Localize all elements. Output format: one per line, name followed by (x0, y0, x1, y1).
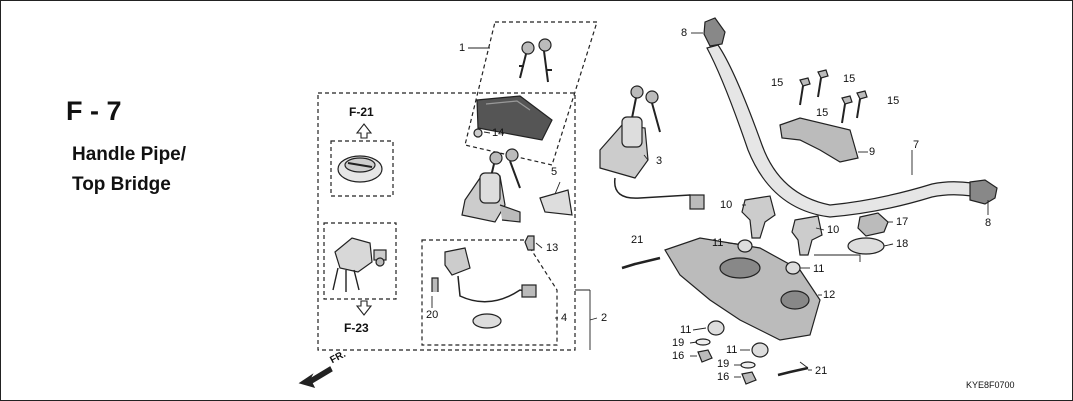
part-number: 20 (426, 309, 439, 321)
part-number: 11 (726, 344, 738, 356)
part-number: 7 (913, 139, 920, 151)
arrow-down-icon (355, 300, 373, 316)
lock-cover (476, 95, 553, 141)
part-number: 13 (546, 242, 559, 254)
bracket (539, 189, 573, 216)
part-number: 10 (720, 199, 733, 211)
part-number: 11 (712, 237, 724, 249)
part-number: 8 (985, 217, 992, 229)
seat-lock (334, 237, 373, 273)
part-number: 15 (887, 95, 900, 107)
arrow-up-icon (355, 123, 373, 139)
diagram-code: KYE8F0700 (966, 380, 1015, 390)
part-number: 19 (672, 337, 685, 349)
part-number: 1 (459, 42, 466, 54)
part-number: 18 (896, 238, 909, 250)
part-number: 3 (656, 155, 663, 167)
handle-switch (444, 247, 471, 276)
ref-f23-box (323, 222, 397, 300)
part-number: 16 (717, 371, 730, 383)
bolt-21-left (621, 256, 661, 270)
title-line-2: Top Bridge (72, 174, 171, 195)
part-number: 12 (823, 289, 836, 301)
lower-holder-1 (741, 195, 776, 239)
bolt-21-right (777, 366, 809, 377)
upper-holder (779, 117, 859, 163)
ref-up-label: F-21 (349, 105, 374, 119)
part-number: 11 (813, 263, 825, 275)
part-number: 19 (717, 358, 730, 370)
part-number: 15 (816, 107, 829, 119)
part-number: 2 (601, 312, 608, 324)
part-number: 4 (561, 312, 568, 324)
figure-code: F - 7 (66, 96, 122, 126)
handle-weight-top (703, 17, 726, 47)
part-number: 21 (631, 234, 644, 246)
handle-weight-right (969, 179, 998, 205)
ref-f21-box (330, 140, 394, 197)
assembly-box (317, 92, 576, 351)
part-number: 9 (869, 146, 876, 158)
key-icon (519, 38, 552, 83)
part-number: 8 (681, 27, 688, 39)
bolts-15 (799, 69, 868, 124)
title-line-1: Handle Pipe/ (72, 144, 187, 165)
part-number: 16 (672, 350, 685, 362)
part-number: 17 (896, 216, 909, 228)
part-number: 14 (492, 127, 505, 139)
part-number: 5 (551, 166, 558, 178)
part-number: 21 (815, 365, 828, 377)
washer (847, 237, 885, 255)
ref-down-label: F-23 (344, 321, 369, 335)
part-number: 10 (827, 224, 840, 236)
part-number: 15 (843, 73, 856, 85)
part-number: 15 (771, 77, 784, 89)
lower-holder-2 (791, 215, 823, 256)
switch-box (421, 239, 558, 346)
part-number: 11 (680, 324, 692, 336)
nut (857, 212, 889, 237)
front-arrow-icon (298, 366, 333, 388)
